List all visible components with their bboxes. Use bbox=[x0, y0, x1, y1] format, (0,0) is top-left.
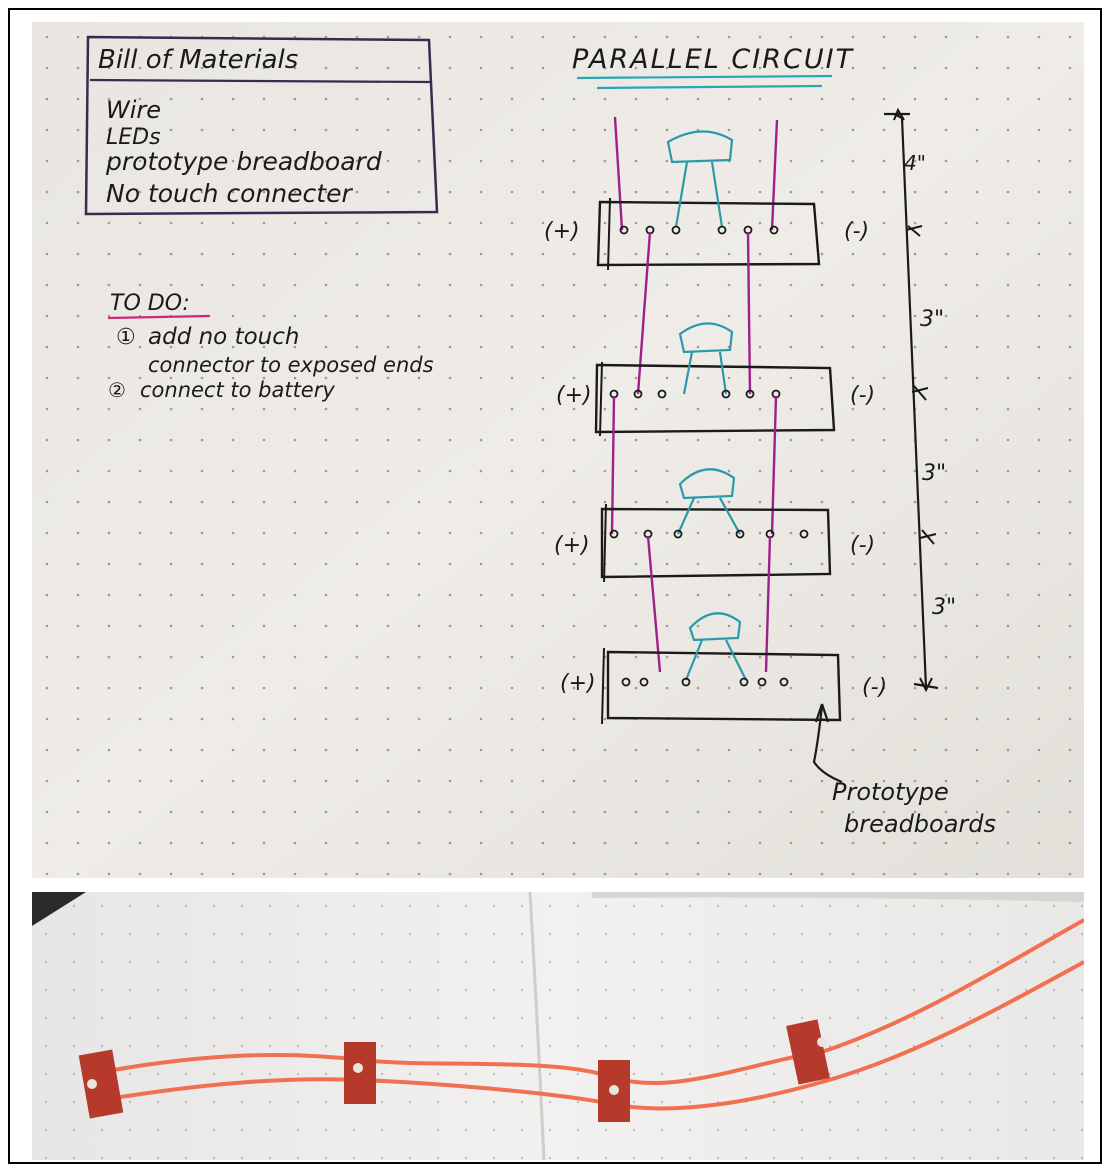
build-photo bbox=[32, 892, 1084, 1160]
real-board-2 bbox=[344, 1042, 376, 1104]
todo-item2-text: connect to battery bbox=[140, 378, 335, 402]
bom-title: Bill of Materials bbox=[98, 45, 298, 75]
bom-item-connector: No touch connecter bbox=[106, 179, 353, 208]
real-board-1 bbox=[78, 1049, 124, 1119]
sketch-svg: Bill of Materials Wire LEDs prototype br… bbox=[32, 22, 1084, 878]
board4-plus-label: (+) bbox=[560, 671, 596, 696]
board1-plus-label: (+) bbox=[544, 219, 580, 244]
title-underline-1 bbox=[576, 74, 833, 80]
dimension-label-middle-1: 3" bbox=[920, 307, 944, 332]
real-board-3 bbox=[598, 1060, 630, 1122]
todo-item2-marker: ② bbox=[108, 378, 126, 402]
circuit-title: PARALLEL CIRCUIT bbox=[572, 44, 855, 75]
todo-item1-marker: ① bbox=[116, 325, 136, 350]
annotation-arrow bbox=[812, 703, 843, 784]
todo-underline bbox=[107, 314, 211, 320]
led-3 bbox=[678, 468, 736, 500]
title-underline-2 bbox=[596, 84, 823, 90]
wire-3-4-plus bbox=[646, 535, 662, 673]
board2-plus-label: (+) bbox=[556, 383, 592, 408]
wire-1-2-plus bbox=[636, 231, 652, 395]
board3-minus-label: (-) bbox=[850, 533, 875, 558]
table-corner-left bbox=[32, 892, 86, 926]
bom-item-breadboard: prototype breadboard bbox=[105, 147, 382, 176]
wire-top-minus bbox=[770, 119, 779, 231]
board2-minus-label: (-) bbox=[850, 383, 875, 408]
bom-item-leds: LEDs bbox=[106, 125, 161, 150]
dimension-line bbox=[884, 107, 939, 693]
notebook-dots bbox=[32, 892, 1084, 1160]
breadboard-3 bbox=[600, 468, 832, 583]
todo-title: TO DO: bbox=[110, 291, 190, 316]
board1-minus-label: (-) bbox=[844, 219, 869, 244]
page-fold bbox=[592, 892, 1084, 902]
breadboard-4 bbox=[601, 612, 842, 725]
annotation-line2: breadboards bbox=[844, 810, 996, 838]
notebook-spine bbox=[528, 892, 546, 1160]
wire-top-plus bbox=[613, 116, 624, 231]
bill-of-materials-box: Bill of Materials Wire LEDs prototype br… bbox=[84, 35, 439, 216]
led-4 bbox=[688, 612, 742, 642]
board3-plus-label: (+) bbox=[554, 533, 590, 558]
dot-grid bbox=[32, 22, 1084, 878]
annotation-line1: Prototype bbox=[832, 778, 949, 806]
build-svg bbox=[32, 892, 1084, 1160]
todo-item1-line2: connector to exposed ends bbox=[148, 353, 434, 377]
dimension-label-top: 4" bbox=[904, 151, 926, 175]
dimension-label-middle-2: 3" bbox=[922, 461, 946, 486]
breadboard-1 bbox=[596, 130, 821, 271]
dimension-label-bottom: 3" bbox=[932, 595, 956, 620]
led-1 bbox=[666, 130, 734, 164]
bom-item-wire: Wire bbox=[106, 96, 161, 124]
real-board-4 bbox=[786, 1019, 830, 1085]
board4-minus-label: (-) bbox=[862, 675, 887, 700]
wire-3-4-minus bbox=[764, 535, 772, 673]
sketch-photo: Bill of Materials Wire LEDs prototype br… bbox=[32, 22, 1084, 878]
todo-section: TO DO: ① add no touch connector to expos… bbox=[107, 291, 434, 402]
todo-item1-line1: add no touch bbox=[148, 324, 299, 350]
wire-2-3-plus bbox=[610, 395, 616, 535]
led-2 bbox=[678, 322, 734, 354]
breadboard-2 bbox=[594, 322, 836, 437]
wire-2-3-minus bbox=[770, 395, 778, 535]
